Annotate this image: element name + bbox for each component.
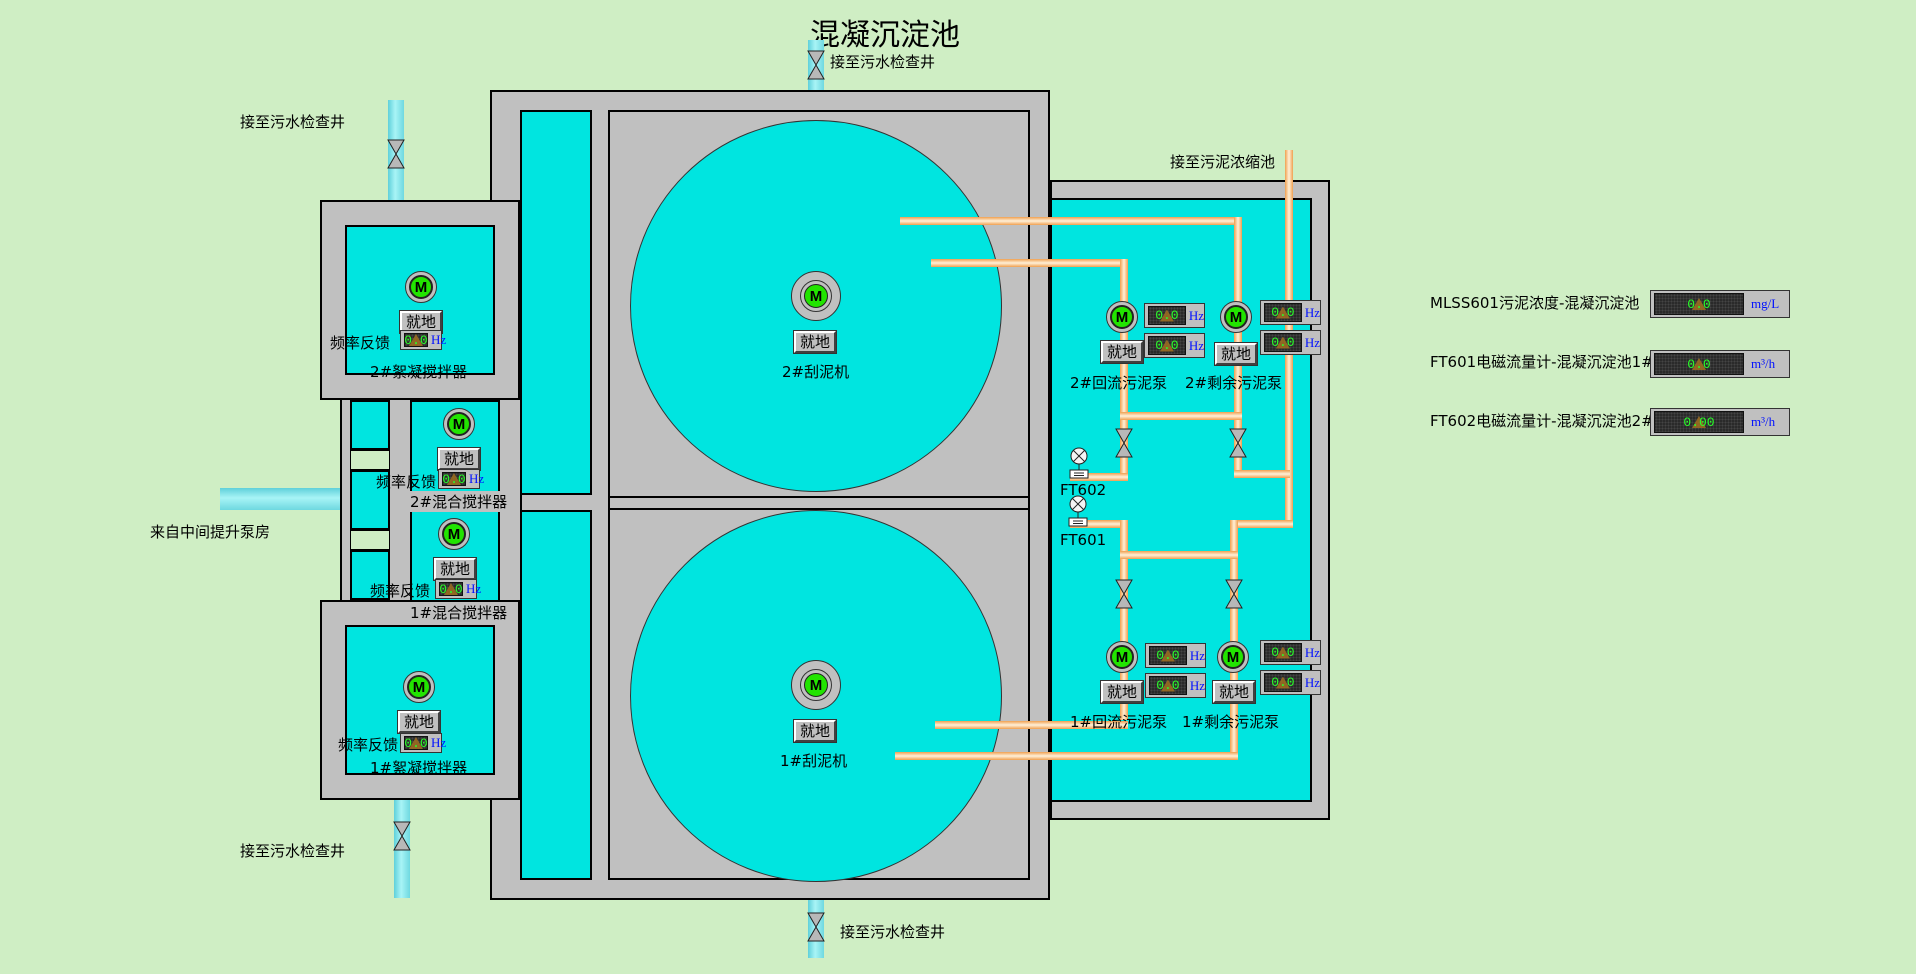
instrument-label: FT602电磁流量计-混凝沉淀池2# (1430, 412, 1654, 430)
motor-icon[interactable]: M (403, 671, 435, 703)
mode-button[interactable]: 就地 (792, 719, 838, 743)
sludge-pipe (1230, 520, 1238, 758)
label-sludge-thickener: 接至污泥浓缩池 (1170, 153, 1276, 171)
mixer-name: 2#混合搅拌器 (410, 491, 508, 512)
flowmeter-icon[interactable] (1068, 447, 1090, 481)
channel-gap (350, 530, 390, 550)
motor-icon[interactable]: M (443, 408, 475, 440)
flowmeter-tag: FT601 (1060, 531, 1107, 549)
sludge-pipe (1120, 551, 1238, 559)
sludge-pipe (1120, 259, 1128, 479)
sludge-pipe (1234, 470, 1290, 478)
mixer-name: 2#絮凝搅拌器 (370, 363, 468, 381)
channel-gap (350, 450, 390, 470)
sludge-basin (1050, 198, 1312, 802)
flowmeter-icon[interactable] (1067, 495, 1089, 529)
feedback-label: 频率反馈 (338, 736, 399, 754)
motor-icon[interactable]: M (405, 271, 437, 303)
scraper-name: 1#刮泥机 (780, 752, 848, 770)
mixing-channel-c (350, 550, 390, 600)
pump-name: 1#回流污泥泵 (1070, 713, 1168, 731)
valve-icon[interactable] (1115, 428, 1133, 458)
valve-icon[interactable] (1229, 428, 1247, 458)
valve-icon[interactable] (807, 50, 825, 80)
sludge-pipe (1230, 520, 1293, 528)
sludge-pipe (935, 721, 1128, 729)
inlet-channel-top (520, 110, 592, 495)
motor-icon[interactable]: M (1217, 641, 1249, 673)
feedback-label: 频率反馈 (376, 473, 437, 491)
valve-icon[interactable] (1225, 579, 1243, 609)
mode-button[interactable]: 就地 (1213, 342, 1259, 366)
instrument-label: FT601电磁流量计-混凝沉淀池1# (1430, 353, 1654, 371)
sludge-pipe (1070, 473, 1128, 481)
mode-button[interactable]: 就地 (396, 710, 442, 734)
mixer-name: 1#絮凝搅拌器 (370, 759, 468, 777)
instrument-label: MLSS601污泥浓度-混凝沉淀池 (1430, 294, 1640, 312)
mode-button[interactable]: 就地 (1099, 680, 1145, 704)
label-sewer-top-left: 接至污水检查井 (240, 113, 346, 131)
mode-button[interactable]: 就地 (432, 557, 478, 581)
mixer-name: 1#混合搅拌器 (410, 604, 508, 622)
pipe-inlet (220, 488, 352, 510)
motor-icon[interactable]: M (438, 518, 470, 550)
motor-icon[interactable]: M (1106, 301, 1138, 333)
sludge-pipe (895, 752, 1238, 760)
sludge-pipe (900, 217, 1242, 225)
inlet-channel-bottom (520, 510, 592, 880)
pump-name: 1#剩余污泥泵 (1182, 713, 1280, 731)
label-inlet: 来自中间提升泵房 (150, 523, 271, 541)
sludge-pipe (1070, 520, 1128, 528)
valve-icon[interactable] (393, 821, 411, 851)
flowmeter-tag: FT602 (1060, 481, 1107, 499)
scraper-motor-icon[interactable]: M (791, 271, 841, 321)
sludge-pipe (1120, 520, 1128, 720)
mode-button[interactable]: 就地 (792, 330, 838, 354)
scraper-motor-icon[interactable]: M (791, 660, 841, 710)
label-sewer-bottom-center: 接至污水检查井 (840, 923, 946, 941)
mode-button[interactable]: 就地 (436, 447, 482, 471)
page-title: 混凝沉淀池 (810, 18, 960, 53)
sludge-pipe (931, 259, 1128, 267)
pump-name: 2#回流污泥泵 (1070, 374, 1168, 392)
valve-icon[interactable] (1115, 579, 1133, 609)
settling-mid-wall (610, 496, 1028, 510)
pump-name: 2#剩余污泥泵 (1185, 374, 1283, 392)
valve-icon[interactable] (387, 139, 405, 169)
mode-button[interactable]: 就地 (1099, 340, 1145, 364)
sludge-pipe (1120, 412, 1242, 420)
feedback-label: 频率反馈 (370, 582, 431, 600)
scraper-name: 2#刮泥机 (782, 363, 850, 381)
label-sewer-bottom-left: 接至污水检查井 (240, 842, 346, 860)
mode-button[interactable]: 就地 (398, 310, 444, 334)
label-sewer-top-center: 接至污水检查井 (830, 53, 936, 71)
mixing-channel-b (350, 470, 390, 530)
mode-button[interactable]: 就地 (1211, 680, 1257, 704)
motor-icon[interactable]: M (1220, 301, 1252, 333)
mixing-channel-a (350, 400, 390, 450)
motor-icon[interactable]: M (1106, 641, 1138, 673)
feedback-label: 频率反馈 (330, 334, 391, 352)
valve-icon[interactable] (807, 912, 825, 942)
